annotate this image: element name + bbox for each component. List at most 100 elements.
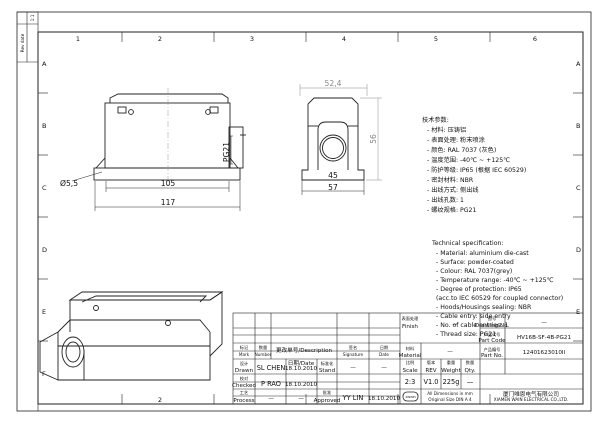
tb-process-name: — [268,396,274,402]
dim-pg21: PG21 [222,142,231,162]
spec-cn-line: - 出线孔数: 1 [427,196,464,204]
spec-cn-line: - 表面处理: 粉末喷涂 [427,136,485,144]
tb-part-no-cn: 产品编号 [484,346,501,353]
side-view [299,84,382,195]
spec-en-line: (acc.to IEC 60529 for coupled connector) [436,295,563,302]
sheet-outer-border [16,11,592,412]
tb-std-cn: 标准化 [321,360,334,367]
spec-cn-line: - 螺纹规格: PG21 [427,206,476,214]
dim-52-4: 52,4 [325,79,342,88]
spec-en-line: - Degree of protection: IP65 [436,286,522,293]
grid-col-4: 4 [342,35,346,43]
grid-col-1: 1 [76,35,80,43]
tb-rev-cn: 版本 [427,359,436,366]
tb-std-value: — [350,365,356,371]
tb-part-no-value: 12401623010II [523,350,566,356]
grid-col-5: 5 [434,35,438,43]
grid-col-2-bottom: 2 [158,396,162,404]
spec-en-block: Technical specification: - Material: alu… [431,240,563,338]
tb-qty2-en: Qty. [465,368,476,374]
tb-rev-value: V1.0 [424,378,439,386]
tb-drawing-no-en: Drawing No. [475,323,510,329]
tb-finish-en: Finish [402,324,418,330]
spec-en-line: - Cable entry: side entry [436,313,511,320]
isometric-view [39,291,224,381]
title-block [232,312,584,405]
tb-finish-cn: 表面处理 [402,315,420,322]
grid-row-d-right: D [576,246,581,254]
company-logo [402,391,419,402]
tb-finish-value: — [452,322,458,328]
dim-hole: Ø5,5 [60,179,78,188]
spec-cn-line: - 防护等级: IP65 (根据 IEC 60529) [427,166,526,174]
spec-cn-line: - 材料: 压铸铝 [427,126,466,134]
spec-cn-title: 技术参数: [422,116,449,124]
tb-part-code-en: Part Code [478,338,506,344]
spec-en-line: - Temperature range: -40℃ ~ +125℃ [436,277,554,284]
tb-qty2-value: — [467,378,474,386]
tb-check-en: Checked [232,383,256,389]
tb-std-date: — [381,365,387,371]
spec-en-line: - No. of cable entries: 1 [436,322,508,329]
tb-design-en: Drawn [235,368,254,374]
tb-part-code-value: HV16B-SF-4B-PG21 [517,335,571,341]
grid-row-c-right: C [576,184,581,192]
tb-dims-note-1: All Dimensions in mm [427,391,473,396]
spec-en-title: Technical specification: [431,240,503,247]
spec-cn-line: - 温度范围: -40℃ ~ +125℃ [427,156,510,164]
tb-date-cn: 日期 [380,345,388,351]
tb-design-date: 18.10.2010 [285,366,317,372]
tb-sign-cn: 签名 [349,344,357,351]
tb-scale-cn: 比例 [406,359,414,366]
spec-en-line: - Material: aluminium die-cast [436,250,529,257]
tb-approve-en: Approved [314,398,341,404]
grid-row-a: A [42,60,47,68]
spec-en-line: - Colour: RAL 7037(grey) [436,268,512,275]
grid-row-a-right: A [576,60,581,68]
tb-check-cn: 校对 [240,375,248,382]
tb-approve-name: YY LIN [342,394,364,402]
grid-row-b: B [42,122,46,130]
spec-cn-line: - 出线方式: 侧出线 [427,186,479,194]
tb-std-en: Stand [319,368,336,374]
tb-approve-cn: 批准 [323,389,331,396]
grid-col-2: 2 [158,35,162,43]
tb-design-name: SL CHEN [257,364,286,372]
revision-strip-label-1: 1:1 [30,14,35,21]
tb-process-date: — [298,396,304,402]
tb-mark-en: Mark [239,352,250,357]
tb-rev-en: REV [425,368,436,374]
tb-check-name: P RAO [261,380,281,388]
dim-56: 56 [369,134,378,144]
front-view [71,88,246,211]
tb-dims-note-2: Original Size DIN A 4 [428,397,472,402]
tb-company-cn: 厦门唯恩电气有限公司 [503,390,559,398]
dim-105: 105 [161,179,176,188]
tb-drawing-no-value: — [541,320,547,326]
tb-part-code-cn: 产品代号 [484,331,501,338]
grid-frame [38,32,583,404]
tb-mark-cn: 标记 [240,344,249,351]
tb-qty-cn: 数量 [259,344,267,351]
grid-row-b-right: B [576,122,580,130]
company-logo-text: XINWEI [405,395,415,399]
tb-material-cn: 材料 [406,345,415,352]
tb-company-en: XIAMEN WAIN ELECTRICAL CO.,LTD. [494,397,568,402]
tb-weight-en: Weight [441,368,461,374]
tb-change: 更改单号/Description [276,346,333,354]
tb-date-en: Date [379,352,389,357]
spec-cn-line: - 颜色: RAL 7037 (灰色) [427,146,496,154]
grid-row-d: D [42,246,47,254]
tb-drawing-no-cn: 图号 [488,316,496,322]
revision-strip: 1:1 Rev date [17,11,38,63]
tb-date-label: 日期/Date [288,360,315,367]
dim-45: 45 [328,171,338,180]
tb-scale-value: 2:3 [405,378,416,386]
tb-sign-en: Signature [343,352,364,357]
revision-strip-label-2: Rev date [20,33,25,52]
grid-col-6: 6 [533,35,537,43]
tb-process-cn: 工艺 [240,390,248,395]
spec-en-line: - Thread size: PG21 [436,331,496,338]
grid-row-e: E [42,308,46,316]
